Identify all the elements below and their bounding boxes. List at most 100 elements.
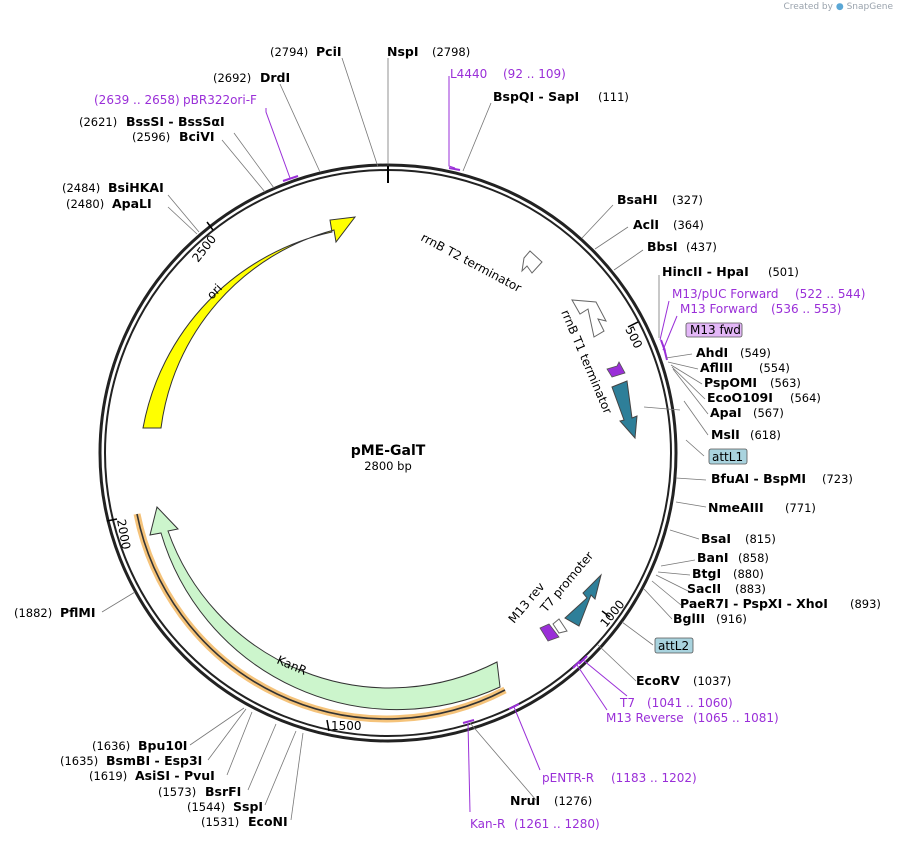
site-paer7i[interactable]: PaeR7I - PspXI - XhoI(893)	[680, 596, 881, 611]
primer-m13-puc-forward[interactable]: M13/pUC Forward (522 .. 544)	[672, 287, 865, 301]
site-name: NspI	[387, 44, 419, 59]
primer-name: M13/pUC Forward	[672, 287, 779, 301]
site-name: MslI	[711, 427, 740, 442]
site-bglii[interactable]: BglII(916)	[673, 611, 747, 626]
site-pos: (564)	[790, 391, 821, 405]
site-bani[interactable]: BanI(858)	[697, 550, 769, 565]
site-pos: (1276)	[554, 794, 592, 808]
site-nrui[interactable]: NruI(1276)	[510, 793, 592, 808]
primer-name: L4440	[450, 67, 487, 81]
site-name: BsmBI - Esp3I	[106, 753, 202, 768]
site-name: SspI	[233, 799, 263, 814]
site-asisi[interactable]: (1619)AsiSI - PvuI	[89, 768, 215, 783]
primer-kan-r[interactable]: Kan-R(1261 .. 1280)	[470, 817, 600, 831]
snapgene-watermark: Created by ● SnapGene	[783, 2, 893, 12]
feature-label-m13-fwd: M13 fwd	[690, 323, 741, 337]
site-msli[interactable]: MslI (618)	[711, 427, 781, 442]
site-sspi[interactable]: (1544)SspI	[187, 799, 263, 814]
primer-pentr-r[interactable]: pENTR-R(1183 .. 1202)	[542, 771, 697, 785]
primer-t7[interactable]: T7(1041 .. 1060)	[619, 696, 733, 710]
site-name: EcoO109I	[707, 390, 773, 405]
feature-label-rrnb-t1: rrnB T1 terminator	[558, 308, 615, 416]
site-pos: (2596)	[132, 130, 170, 144]
site-pos: (111)	[598, 90, 629, 104]
snapgene-logo-icon: ●	[835, 2, 844, 12]
site-bsahi[interactable]: BsaHI(327)	[617, 192, 703, 207]
watermark-prefix: Created by	[783, 2, 833, 12]
site-name: AhdI	[696, 345, 728, 360]
feature-label-rrnb-t2: rrnB T2 terminator	[419, 230, 524, 295]
primer-pbr322ori-f[interactable]: (2639 .. 2658)pBR322ori-F	[94, 93, 257, 107]
site-pos: (2798)	[432, 45, 470, 59]
feature-box-attl1[interactable]: attL1	[708, 448, 748, 465]
tick-label-2000: 2000	[114, 518, 133, 551]
primer-range: (1065 .. 1081)	[693, 711, 779, 725]
primer-m13-forward[interactable]: M13 Forward(536 .. 553)	[680, 302, 841, 316]
site-nspi[interactable]: NspI (2798)	[387, 44, 470, 59]
site-bbsi[interactable]: BbsI(437)	[647, 239, 717, 254]
site-name: PciI	[316, 44, 342, 59]
site-name: BspQI - SapI	[493, 89, 579, 104]
site-name: PflMI	[60, 605, 96, 620]
site-econi[interactable]: (1531)EcoNI	[201, 814, 288, 829]
feature-box-m13-fwd[interactable]: M13 fwd	[685, 322, 743, 338]
primer-l4440[interactable]: L4440(92 .. 109)	[450, 67, 566, 81]
site-afliii[interactable]: AflIII(554)	[700, 360, 790, 375]
site-pos: (549)	[740, 346, 771, 360]
feature-rrnb-t2-arrow[interactable]	[521, 250, 543, 274]
site-bsssi[interactable]: (2621)BssSI - BssSαI	[79, 114, 225, 129]
site-bsihkai[interactable]: (2484)BsiHKAI	[62, 180, 164, 195]
site-apali[interactable]: (2480)ApaLI	[66, 196, 152, 211]
primer-name: Kan-R	[470, 817, 505, 831]
site-name: BanI	[697, 550, 729, 565]
feature-ori-arrow[interactable]	[142, 216, 357, 429]
primer-mark-pentr-r	[508, 703, 520, 710]
leader-lines	[101, 57, 709, 821]
primer-m13-reverse[interactable]: M13 Reverse(1065 .. 1081)	[606, 711, 779, 725]
site-apai[interactable]: ApaI(567)	[710, 405, 784, 420]
site-hincii[interactable]: HincII - HpaI(501)	[662, 264, 799, 279]
site-acli[interactable]: AclI(364)	[633, 217, 704, 232]
site-nmeaiii[interactable]: NmeAIII(771)	[708, 500, 816, 515]
primer-name: pENTR-R	[542, 771, 594, 785]
site-drdi[interactable]: (2692)DrdI	[213, 70, 290, 85]
site-pos: (618)	[750, 428, 781, 442]
primer-range: (522 .. 544)	[795, 287, 865, 301]
site-bspqi[interactable]: BspQI - SapI (111)	[493, 89, 629, 104]
feature-box-attl2[interactable]: attL2	[654, 637, 694, 654]
feature-kanr-arrow[interactable]	[149, 505, 501, 711]
site-bsmbi[interactable]: (1635)BsmBI - Esp3I	[60, 753, 202, 768]
site-pcii[interactable]: (2794)PciI	[270, 44, 342, 59]
site-bpu10i[interactable]: (1636)Bpu10I	[92, 738, 187, 753]
site-name: BbsI	[647, 239, 678, 254]
site-pos: (2480)	[66, 197, 104, 211]
site-psppomi[interactable]: PspOMI(563)	[704, 375, 801, 390]
site-name: PaeR7I - PspXI - XhoI	[680, 596, 828, 611]
site-bsrfi[interactable]: (1573)BsrFI	[158, 784, 241, 799]
feature-rrnb-t1-arrow[interactable]	[571, 299, 607, 338]
feature-m13-rev-arrow[interactable]	[539, 623, 560, 642]
site-bsai[interactable]: BsaI(815)	[701, 531, 776, 546]
site-pflmi[interactable]: (1882)PflMI	[14, 605, 96, 620]
site-pos: (1636)	[92, 739, 130, 753]
feature-label-ori: ori	[204, 281, 225, 302]
site-pos: (1619)	[89, 769, 127, 783]
primer-mark-l4440	[448, 167, 461, 171]
tick-1500: 1500	[326, 719, 362, 733]
feature-label-attl1: attL1	[712, 450, 743, 464]
feature-m13-fwd-arrow[interactable]	[606, 361, 626, 378]
site-bcivi[interactable]: (2596)BciVI	[132, 129, 215, 144]
site-bfuai[interactable]: BfuAI - BspMI(723)	[711, 471, 853, 486]
site-ecorv[interactable]: EcoRV(1037)	[636, 673, 731, 688]
primer-mark-m13-reverse	[572, 660, 581, 669]
site-ecoo109i[interactable]: EcoO109I (564)	[707, 390, 821, 405]
site-pos: (2484)	[62, 181, 100, 195]
feature-attl1-arrow[interactable]	[611, 380, 638, 440]
site-name: AclI	[633, 217, 659, 232]
primer-mark-pbr322ori-f	[282, 175, 299, 182]
site-btgi[interactable]: BtgI(880)	[692, 566, 764, 581]
site-ahdi[interactable]: AhdI (549)	[696, 345, 771, 360]
feature-attl2-arrow[interactable]	[564, 573, 602, 627]
site-sacii[interactable]: SacII(883)	[687, 581, 766, 596]
feature-t7-promoter-arrow[interactable]	[552, 618, 568, 634]
